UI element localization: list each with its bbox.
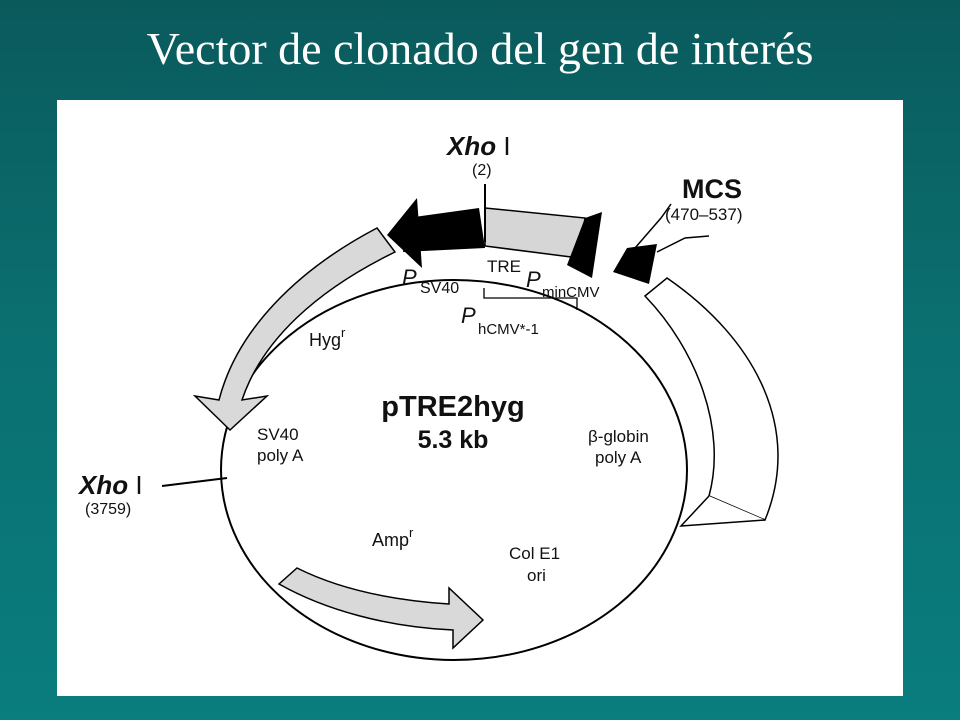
pmincmv-label: P [526, 267, 541, 292]
psv40-segment [403, 208, 485, 252]
tre-segment [484, 207, 586, 259]
ampr-arrow [277, 567, 485, 650]
xho-top-position: (2) [472, 162, 492, 179]
hygr-arrow [192, 227, 397, 432]
xho-top-label: Xho I [445, 131, 511, 161]
ampr-label: Ampr [372, 525, 414, 550]
slide-title: Vector de clonado del gen de interés [146, 23, 814, 74]
xho-left-label: Xho I [77, 470, 143, 500]
bglobin-polya-end [679, 495, 766, 527]
mcs-bracket-right [656, 235, 710, 253]
cole1-line1: Col E1 [509, 544, 560, 563]
phcmv-sub: hCMV*-1 [478, 321, 539, 338]
xho-left-position: (3759) [85, 501, 131, 518]
mcs-range: (470–537) [665, 205, 743, 224]
mcs-block [613, 244, 657, 284]
tre-label: TRE [487, 257, 521, 276]
bglobin-line1: β-globin [588, 427, 649, 446]
hygr-label: Hygr [309, 325, 346, 350]
phcmv-bracket [483, 288, 578, 310]
plasmid-map: Xho I (2) MCS (470–537) P SV40 TRE P min… [77, 131, 779, 661]
plasmid-backbone [220, 279, 688, 661]
mcs-bracket-left [634, 203, 672, 249]
xho-left-site-line [161, 477, 228, 487]
psv40-label: P [402, 265, 417, 290]
bglobin-line2: poly A [595, 448, 642, 467]
plasmid-size: 5.3 kb [418, 426, 489, 454]
pmincmv-sub: minCMV [542, 284, 600, 301]
sv40-polya-line1: SV40 [257, 425, 299, 444]
plasmid-name: pTRE2hyg [381, 391, 524, 423]
bglobin-polya-segment [643, 277, 779, 521]
cole1-line2: ori [527, 566, 546, 585]
sv40-polya-line2: poly A [257, 446, 304, 465]
mcs-label: MCS [682, 174, 742, 204]
psv40-sub: SV40 [420, 280, 459, 297]
plasmid-map-panel: Xho I (2) MCS (470–537) P SV40 TRE P min… [57, 100, 903, 696]
psv40-arrowhead [387, 198, 422, 268]
pmincmv-arrowhead [567, 212, 602, 278]
phcmv-label: P [461, 303, 476, 328]
